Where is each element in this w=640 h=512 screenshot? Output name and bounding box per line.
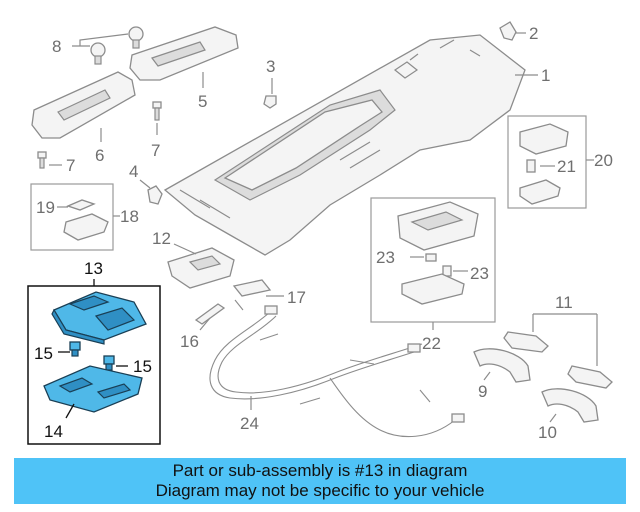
group-box-20 [507, 115, 587, 209]
callout-18: 18 [120, 207, 139, 226]
callout-21: 21 [557, 157, 576, 176]
map-lamp-assembly-part-13 [51, 291, 147, 345]
leader-4 [139, 179, 151, 189]
callout-8: 8 [52, 37, 61, 56]
lamp-part-20 [519, 123, 569, 155]
wire-harness-part-24 [209, 299, 465, 438]
sun-visor-part-5 [129, 26, 239, 81]
callout-11: 11 [555, 293, 573, 312]
callout-10: 10 [538, 423, 557, 442]
callout-12: 12 [152, 229, 171, 248]
leader-8 [72, 33, 129, 47]
lens-part-17 [232, 279, 272, 297]
sun-visor-part-6 [31, 71, 136, 139]
bulb-part-21 [526, 159, 536, 173]
lens-part-19 [66, 199, 96, 211]
grip-handle-part-10 [541, 388, 599, 423]
bracket-part-3 [263, 95, 277, 109]
callout-23b: 23 [470, 264, 489, 283]
callout-15b: 15 [133, 357, 152, 376]
grip-handle-part-9 [473, 348, 531, 383]
leader-14 [65, 403, 75, 419]
callout-3: 3 [266, 57, 275, 76]
bulb-part-15a [69, 341, 81, 357]
lens-part-22 [401, 273, 465, 305]
callout-2: 2 [529, 24, 538, 43]
screw-part-7b [152, 101, 162, 121]
callout-23a: 23 [376, 248, 395, 267]
callout-1: 1 [541, 66, 550, 85]
callout-4: 4 [129, 162, 138, 181]
leader-16 [199, 317, 211, 331]
disclaimer-banner: Part or sub-assembly is #13 in diagram D… [14, 458, 626, 504]
callout-7a: 7 [66, 156, 75, 175]
headliner-part [163, 34, 526, 256]
leader-10 [549, 413, 557, 423]
bulb-part-15b [103, 355, 115, 371]
screw-part-7a [37, 151, 47, 169]
clip-part-8 [90, 26, 144, 65]
bracket-part-11a [503, 331, 549, 353]
callout-16: 16 [180, 332, 199, 351]
callout-24: 24 [240, 414, 259, 433]
console-detail-22 [410, 211, 464, 231]
lamp-part-12 [167, 247, 235, 289]
banner-line-2: Diagram may not be specific to your vehi… [155, 481, 485, 500]
bracket-part-11b [567, 365, 613, 389]
callout-9: 9 [478, 382, 487, 401]
leader-11 [532, 313, 598, 366]
callout-17: 17 [287, 288, 306, 307]
leader-12 [173, 243, 197, 255]
callout-20: 20 [594, 151, 613, 170]
callout-6: 6 [95, 146, 104, 165]
clip-part-4 [147, 185, 163, 205]
callout-7b: 7 [151, 141, 160, 160]
group-box-18 [30, 183, 114, 251]
callout-5: 5 [198, 92, 207, 111]
lens-part-20 [519, 179, 561, 205]
callout-13: 13 [84, 259, 103, 278]
callout-19: 19 [36, 198, 55, 217]
banner-line-1: Part or sub-assembly is #13 in diagram [172, 461, 468, 480]
leader-9 [483, 371, 491, 381]
lamp-part-18 [63, 213, 109, 241]
callout-15a: 15 [34, 344, 53, 363]
bulb-part-23a [425, 253, 437, 262]
trim-part-16 [194, 303, 226, 325]
lens-cover-part-14 [43, 365, 143, 413]
clip-part-2 [499, 21, 517, 41]
callout-14: 14 [44, 422, 63, 441]
callout-22: 22 [422, 334, 441, 353]
